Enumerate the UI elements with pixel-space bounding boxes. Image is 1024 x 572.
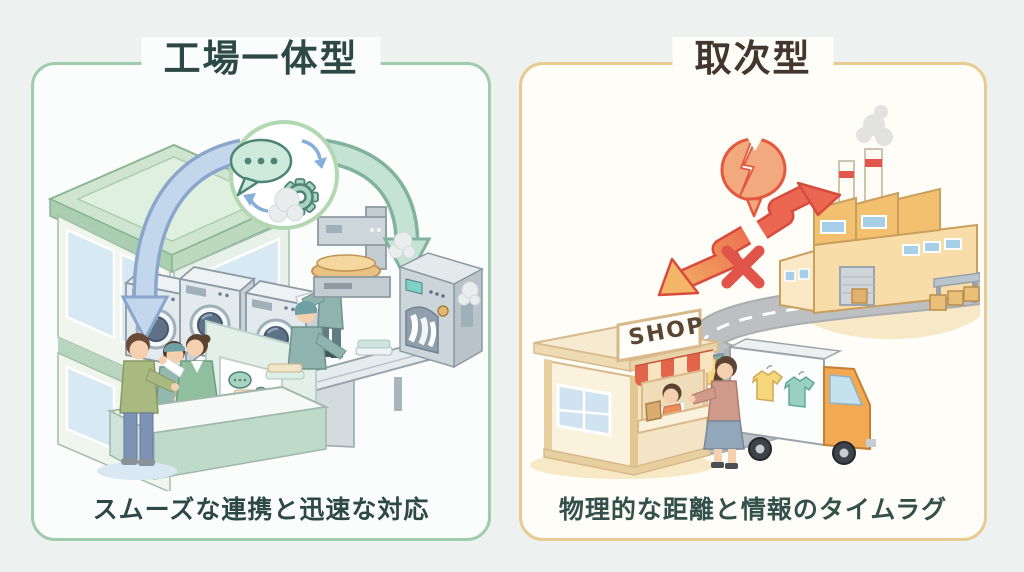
x-mark-icon (721, 245, 765, 289)
shop-customer (688, 356, 745, 469)
right-panel-caption: 物理的な距離と情報のタイムラグ (558, 495, 948, 524)
right-panel-title: 取次型 (672, 37, 834, 82)
broken-speech-bubble-icon (720, 137, 787, 218)
finishing-machine (398, 252, 484, 369)
press-machine (311, 206, 391, 298)
speech-bubble-gear-icon (229, 120, 339, 230)
shop: SHOP (530, 308, 719, 479)
receptionist (159, 334, 219, 406)
curved-arrow-down-left (120, 138, 245, 343)
customer (97, 333, 179, 480)
factory (779, 105, 980, 315)
shop-sign: SHOP (616, 308, 707, 363)
cycle-arrows-icon (243, 139, 327, 213)
panel-agency-type: 取次型 (519, 37, 987, 541)
agency-type-illustration: SHOP (530, 105, 980, 479)
left-panel-caption: スムーズな連携と迅速な対応 (92, 495, 430, 524)
smoke-icon (856, 105, 893, 146)
steam-icon (268, 187, 481, 306)
left-panel-title: 工場一体型 (141, 37, 381, 82)
panel-factory-integrated: 工場一体型 (31, 37, 491, 541)
conveyor-worker-male (287, 300, 347, 370)
factory-integrated-illustration (47, 120, 484, 491)
